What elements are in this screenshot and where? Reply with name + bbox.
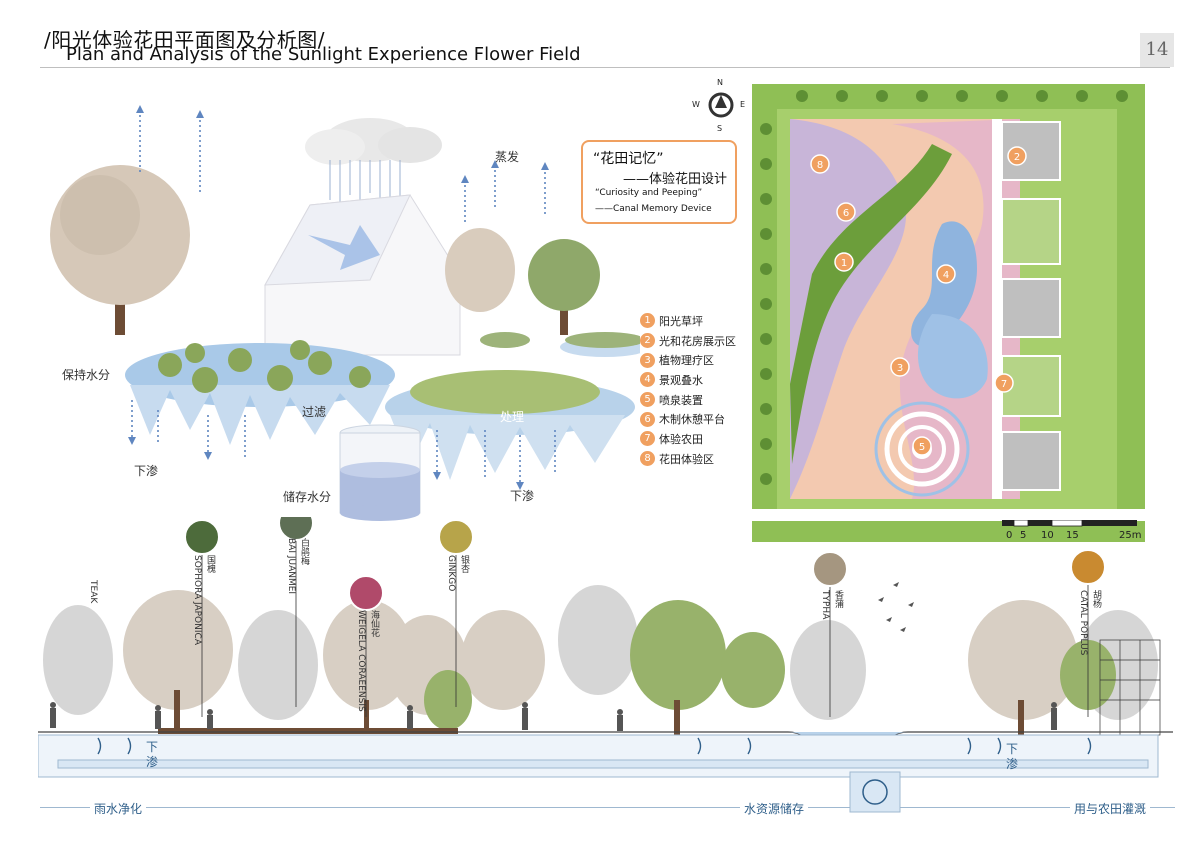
section-infiltrate-2a: 下 bbox=[1006, 742, 1019, 756]
legend-label: 木制休憩平台 bbox=[659, 413, 725, 427]
water-analysis-illustration bbox=[50, 105, 640, 521]
legend-item: 3 植物理疗区 bbox=[640, 350, 736, 370]
scale-tick-10: 10 bbox=[1041, 530, 1054, 541]
legend-item: 5 喷泉装置 bbox=[640, 390, 736, 410]
compass-icon bbox=[708, 92, 734, 118]
legend-item: 8 花田体验区 bbox=[640, 449, 736, 469]
legend-number: 5 bbox=[640, 392, 655, 408]
compass-w: W bbox=[692, 100, 700, 109]
legend-number: 7 bbox=[640, 431, 655, 447]
section-irrigation: 用与农田灌溉 bbox=[1070, 800, 1151, 817]
tree-left bbox=[50, 165, 190, 335]
compass-n: N bbox=[717, 78, 723, 87]
legend-number: 8 bbox=[640, 451, 655, 467]
legend-label: 光和花房展示区 bbox=[659, 334, 736, 348]
legend-number: 6 bbox=[640, 411, 655, 427]
species-label-cn: 海仙花 bbox=[369, 610, 379, 637]
plan-marker-4: 4 bbox=[943, 270, 949, 281]
callout-line1: “花田记忆” bbox=[593, 151, 664, 167]
section-rain-purify: 雨水净化 bbox=[90, 800, 147, 817]
header-divider bbox=[40, 67, 1170, 68]
storage-tank bbox=[339, 424, 421, 521]
species-label-cn: 国槐 bbox=[205, 555, 215, 573]
plan-marker-3: 3 bbox=[897, 363, 903, 374]
legend-label: 体验农田 bbox=[659, 432, 703, 446]
legend-label: 花田体验区 bbox=[659, 452, 714, 466]
species-label-cn: 银杏 bbox=[459, 555, 469, 573]
legend-item: 1 阳光草坪 bbox=[640, 311, 736, 331]
legend-number: 3 bbox=[640, 352, 655, 368]
island-right bbox=[385, 370, 635, 480]
legend-item: 2 光和花房展示区 bbox=[640, 331, 736, 351]
plan-marker-8: 8 bbox=[817, 160, 823, 171]
species-label-en: TYPHA bbox=[820, 590, 830, 620]
section-infiltrate-1b: 渗 bbox=[146, 755, 159, 769]
section-water-storage: 水资源储存 bbox=[740, 800, 809, 817]
cloud-icon bbox=[305, 118, 442, 165]
legend-item: 7 体验农田 bbox=[640, 429, 736, 449]
label-evaporation: 蒸发 bbox=[495, 150, 520, 164]
label-infiltrate-right: 下渗 bbox=[510, 489, 535, 503]
legend-number: 1 bbox=[640, 313, 655, 329]
island-small bbox=[480, 332, 640, 357]
section-infiltrate-2b: 渗 bbox=[1006, 757, 1019, 771]
scale-tick-25m: 25m bbox=[1119, 530, 1142, 541]
plan-marker-7: 7 bbox=[1001, 379, 1007, 390]
plan-marker-1: 1 bbox=[841, 258, 847, 269]
page-title-en: Plan and Analysis of the Sunlight Experi… bbox=[66, 44, 581, 65]
scale-bar bbox=[1002, 520, 1137, 527]
legend-label: 喷泉装置 bbox=[659, 393, 703, 407]
callout-line2: ——体验花田设计 bbox=[623, 172, 728, 187]
scale-tick-15: 15 bbox=[1066, 530, 1079, 541]
species-label-en: BAI JUANMEI bbox=[286, 538, 296, 595]
compass-e: E bbox=[740, 100, 746, 109]
legend-item: 6 木制休憩平台 bbox=[640, 409, 736, 429]
design-callout: “花田记忆” ——体验花田设计 “Curiosity and Peeping” … bbox=[581, 140, 737, 224]
callout-line4: ——Canal Memory Device bbox=[595, 204, 712, 214]
legend-number: 2 bbox=[640, 333, 655, 349]
species-label-cn: 胡杨 bbox=[1091, 590, 1101, 608]
label-infiltrate-left: 下渗 bbox=[134, 464, 159, 478]
species-label-en: WEIGELA CORAEENSIS bbox=[356, 610, 366, 712]
plan-legend: 1 阳光草坪 2 光和花房展示区 3 植物理疗区 4 景观叠水 5 喷泉装置 6 木制休憩平… bbox=[640, 311, 736, 469]
legend-label: 景观叠水 bbox=[659, 373, 703, 387]
legend-label: 植物理疗区 bbox=[659, 354, 714, 368]
plan-marker-6: 6 bbox=[843, 208, 849, 219]
legend-item: 4 景观叠水 bbox=[640, 370, 736, 390]
species-callouts bbox=[184, 517, 1106, 717]
section-drawing bbox=[38, 582, 1173, 813]
species-label-en: CATAL POPLUS bbox=[1078, 590, 1088, 656]
label-process: 处理 bbox=[500, 410, 525, 424]
plan-marker-5: 5 bbox=[919, 442, 925, 453]
scale-tick-5: 5 bbox=[1020, 530, 1027, 541]
page-title-cn: /阳光体验花田平面图及分析图/ bbox=[44, 28, 325, 52]
tree-right bbox=[445, 228, 600, 335]
island-left bbox=[125, 340, 395, 445]
legend-number: 4 bbox=[640, 372, 655, 388]
page-number: 14 bbox=[1140, 33, 1174, 67]
legend-label: 阳光草坪 bbox=[659, 314, 703, 328]
section-infiltrate-1a: 下 bbox=[146, 740, 159, 754]
species-label-cn: 香蒲 bbox=[833, 590, 843, 608]
callout-line3: “Curiosity and Peeping” bbox=[595, 188, 703, 198]
scale-tick-0: 0 bbox=[1006, 530, 1013, 541]
compass-s: S bbox=[717, 124, 723, 133]
section-edge-label: TEAK bbox=[88, 580, 98, 604]
species-label-cn: 白鹃梅 bbox=[299, 538, 309, 565]
species-label-en: GINKGO bbox=[446, 555, 456, 592]
label-filter: 过滤 bbox=[302, 405, 327, 419]
label-storage: 储存水分 bbox=[283, 490, 332, 504]
site-plan: 1 2 3 4 5 6 7 8 bbox=[752, 84, 1145, 542]
plan-marker-2: 2 bbox=[1014, 152, 1020, 163]
species-label-en: SOPHORA JAPONICA bbox=[192, 555, 202, 645]
label-keep-moisture: 保持水分 bbox=[62, 368, 111, 382]
greenhouse-building bbox=[264, 194, 461, 356]
